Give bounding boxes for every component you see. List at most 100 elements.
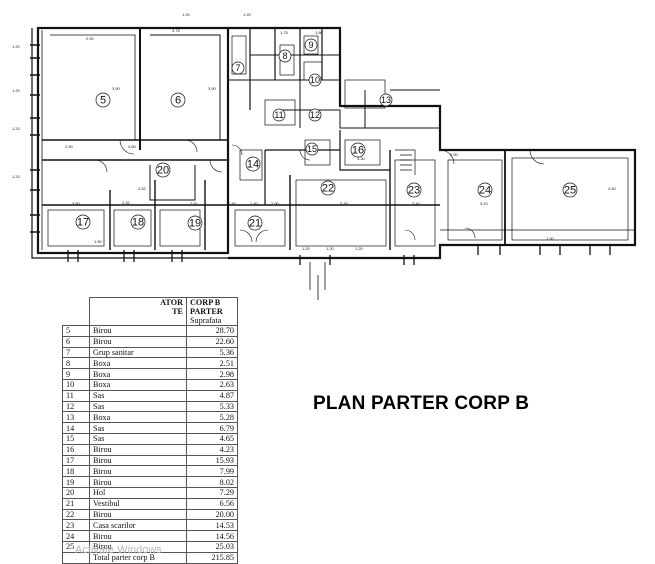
row-number: 15 (62, 432, 90, 445)
row-destination: Birou (89, 530, 187, 542)
row-number: 21 (62, 497, 90, 510)
dimension-label: 3.20 (480, 201, 489, 206)
row-number: 9 (62, 368, 90, 380)
room-number-24: 24 (479, 184, 491, 196)
row-destination: Birou (89, 335, 187, 348)
dimension-label: 0.90 (450, 152, 459, 157)
row-area: 25.03 (186, 540, 238, 553)
plan-title: PLAN PARTER CORP B (313, 393, 530, 414)
row-destination: Boxa (89, 368, 187, 380)
dimension-label: 3.80 (128, 144, 137, 149)
row-area: 4.65 (186, 432, 238, 445)
row-area: 14.53 (186, 519, 238, 532)
row-destination: Hol (89, 486, 187, 499)
dimension-label: 2.32 (122, 200, 131, 205)
room-number-23: 23 (408, 184, 420, 196)
dimension-label: 1.80 (315, 30, 324, 35)
dimension-label: 2.80 (65, 144, 74, 149)
row-area: 5.36 (186, 346, 238, 359)
table-header-destination: ATOR TE (89, 297, 187, 326)
room-number-7: 7 (235, 63, 240, 73)
row-number: 12 (62, 400, 90, 413)
dimension-label: 1.20 (182, 12, 191, 17)
dimension-label: 1.20 (12, 174, 21, 179)
dimension-label: 1.20 (12, 88, 21, 93)
row-area: 20.00 (186, 508, 238, 521)
dimension-label: 1.20 (326, 246, 335, 251)
row-destination: Boxa (89, 378, 187, 391)
room-number-11: 11 (274, 110, 283, 120)
row-area: 7.29 (186, 486, 238, 499)
row-number: 14 (62, 422, 90, 434)
row-number: 8 (62, 357, 90, 370)
dimension-label: 3.75 (172, 28, 181, 33)
room-number-25: 25 (564, 184, 576, 196)
row-area: 22.60 (186, 335, 238, 348)
dimension-label: 1.20 (355, 246, 364, 251)
room-number-9: 9 (308, 40, 313, 50)
room-number-17: 17 (77, 216, 89, 228)
dimension-label: 1.50 (94, 239, 103, 244)
room-number-12: 12 (310, 110, 320, 120)
room-number-6: 6 (175, 94, 181, 106)
row-destination: Birou (89, 325, 187, 337)
dimension-label: 3.30 (357, 156, 366, 161)
row-area: 8.02 (186, 476, 238, 488)
table-header-row: ATOR TE CORP B PARTER Suprafata (62, 297, 238, 326)
total-value: 215.85 (186, 551, 238, 564)
row-area: 4.87 (186, 389, 238, 402)
row-destination: Birou (89, 508, 187, 521)
dimension-label: 1.20 (12, 126, 21, 131)
row-area: 5.33 (186, 400, 238, 413)
row-destination: Birou (89, 465, 187, 478)
row-number: 24 (62, 530, 90, 542)
row-number: 17 (62, 454, 90, 467)
room-number-20: 20 (157, 164, 169, 176)
room-number-22: 22 (322, 182, 334, 194)
room-number-18: 18 (132, 216, 144, 228)
header-line: CORP B (190, 298, 221, 307)
row-number: 22 (62, 508, 90, 521)
table-header-area: CORP B PARTER Suprafata (186, 297, 238, 326)
row-area: 4.23 (186, 443, 238, 456)
room-number-10: 10 (310, 75, 320, 85)
row-area: 2.98 (186, 368, 238, 380)
dimension-label: 1.30 (250, 201, 259, 206)
row-destination: Grup sanitar (89, 346, 187, 359)
room-number-15: 15 (307, 144, 317, 154)
activate-windows-watermark: Activate Windows (75, 544, 162, 556)
floor-plan-drawing: 5 6 7 8 9 10 11 12 13 14 15 16 17 18 19 … (12, 12, 637, 300)
row-area: 28.70 (186, 325, 238, 337)
dimension-label: 2.90 (271, 201, 280, 206)
row-area: 2.63 (186, 378, 238, 391)
row-number: 10 (62, 378, 90, 391)
dimension-label: 3.90 (112, 86, 121, 91)
row-destination: Vestibul (89, 497, 187, 510)
room-number-13: 13 (381, 95, 391, 105)
dimension-label: 2.50 (86, 36, 95, 41)
room-number-8: 8 (282, 51, 287, 61)
dimension-label: 1.75 (280, 30, 289, 35)
row-destination: Boxa (89, 411, 187, 424)
table-header-nr (62, 297, 90, 326)
row-area: 2.51 (186, 357, 238, 370)
room-number-14: 14 (247, 158, 259, 170)
room-number-19: 19 (189, 217, 201, 229)
dimension-label: 2.52 (138, 186, 147, 191)
dimension-label: 2.61 (190, 201, 199, 206)
row-number: 13 (62, 411, 90, 424)
room-number-21: 21 (249, 217, 261, 229)
row-destination: Casa scarilor (89, 519, 187, 532)
row-destination: Birou (89, 443, 187, 456)
